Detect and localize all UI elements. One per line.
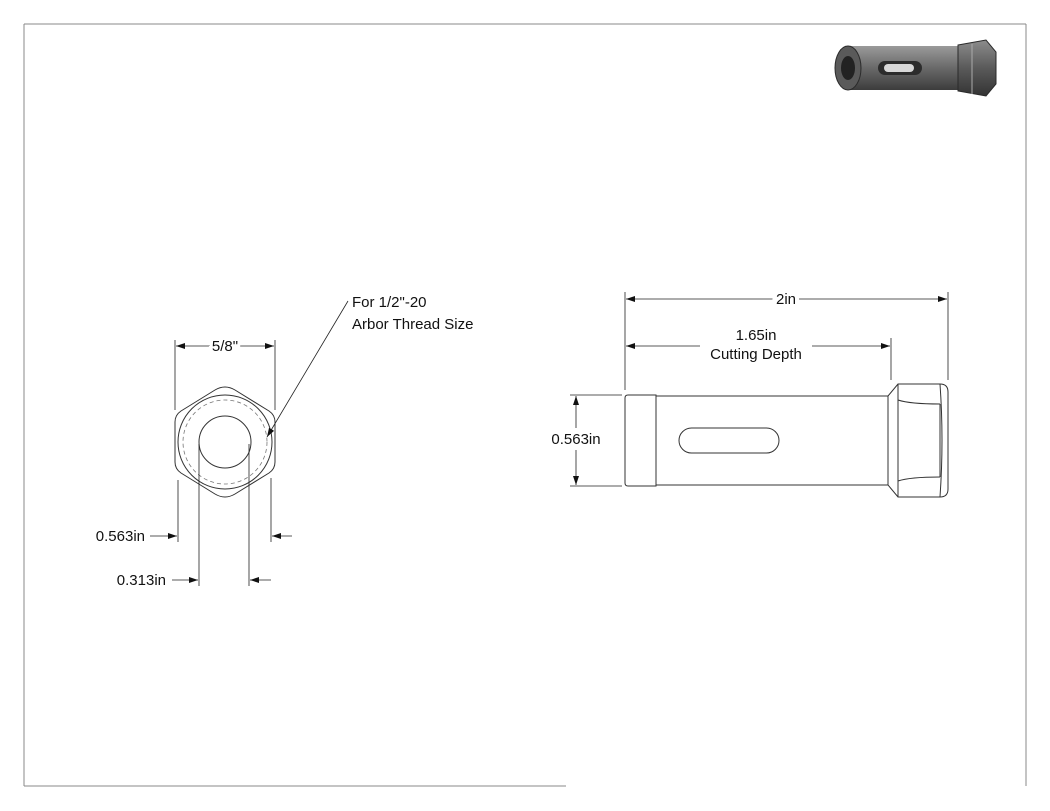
side-slot: [678, 427, 780, 454]
hex-outline: [174, 386, 276, 498]
thread-hidden-circle: [182, 399, 268, 485]
isometric-view: [834, 39, 997, 97]
front-view: 5/8" 0.563in 0.313in For 1/2"-20 Arbor T…: [96, 294, 474, 589]
outer-dim-label: 0.563in: [96, 528, 145, 545]
bore-circle: [198, 415, 252, 469]
cut-depth-value: 1.65in: [736, 327, 777, 344]
cut-depth-label: Cutting Depth: [710, 346, 802, 363]
diameter-dim-label: 0.563in: [551, 431, 600, 448]
side-view: 2in 1.65in Cutting Depth 0.563in: [548, 287, 949, 498]
hex-dim-label: 5/8": [212, 338, 238, 355]
length-dim-label: 2in: [776, 291, 796, 308]
outer-circle: [177, 394, 273, 490]
left-cap: [624, 394, 657, 487]
thread-note-leader: [266, 300, 349, 438]
thread-note-line2: Arbor Thread Size: [352, 316, 473, 333]
hex-nut-end: [887, 383, 949, 498]
thread-note-line1: For 1/2"-20: [352, 294, 427, 311]
bore-dim-label: 0.313in: [117, 572, 166, 589]
sheet-border: [23, 23, 1027, 787]
